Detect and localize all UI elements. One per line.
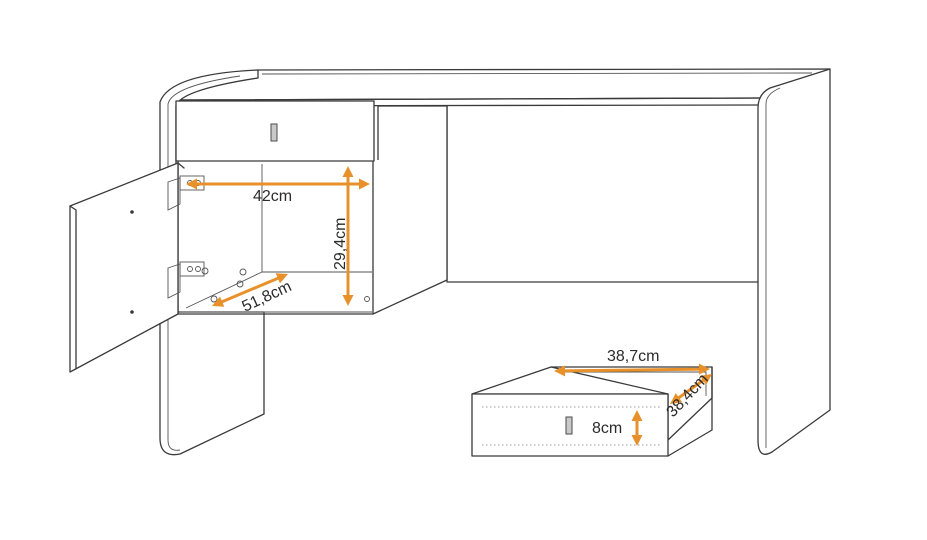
drawer-width-label: 38,7cm	[607, 348, 659, 365]
cabinet-interior	[185, 164, 372, 309]
removed-drawer-handle	[565, 416, 573, 435]
back-panel	[446, 105, 759, 283]
drawer-height-arrow	[631, 410, 643, 446]
cabinet-door[interactable]	[69, 162, 185, 373]
cabinet-depth-arrow	[212, 273, 288, 307]
top-drawer-handle[interactable]	[270, 123, 278, 142]
drawer-height-label: 8cm	[592, 420, 622, 437]
drawer-width-arrow	[554, 363, 710, 377]
left-side-panel	[159, 69, 265, 456]
desk-body	[159, 68, 831, 456]
cabinet-height-label: 29,4cm	[332, 218, 349, 270]
shelf-pins	[201, 267, 370, 303]
cabinet-height-arrow	[342, 166, 354, 306]
drawer-depth-arrow	[670, 374, 712, 404]
cabinet-width-label: 42cm	[253, 188, 292, 205]
removed-drawer	[471, 366, 713, 457]
cabinet-width-arrow	[186, 178, 370, 190]
lower-hinge-icon	[167, 261, 205, 299]
dimension-arrows	[186, 166, 712, 446]
right-side-panel	[757, 68, 831, 455]
